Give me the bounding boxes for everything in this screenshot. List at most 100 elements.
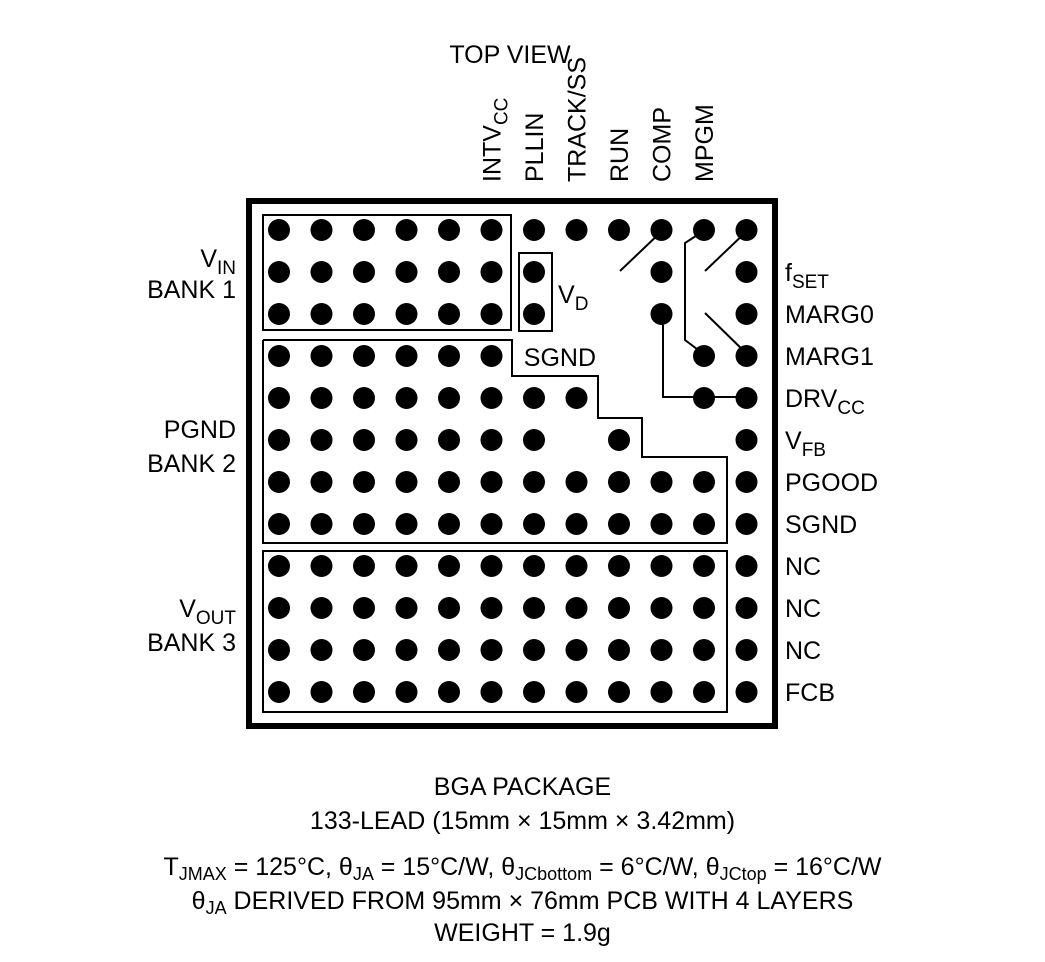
ball-pad <box>480 513 503 535</box>
ball-pad <box>565 681 588 703</box>
ball-pad <box>268 555 290 577</box>
pgnd-bank-number: BANK 2 <box>147 450 236 478</box>
drvcc-trace <box>662 313 748 398</box>
thermal-specs: TJMAX = 125°C, θJA = 15°C/W, θJCbottom =… <box>163 853 882 884</box>
ball-pad <box>480 681 503 703</box>
ball-pad <box>650 219 673 241</box>
sgnd-inner-label: SGND <box>524 344 596 372</box>
ball-pad <box>395 681 418 703</box>
ball-pad <box>565 597 588 619</box>
vin-bank-number: BANK 1 <box>147 276 236 304</box>
ball-pad <box>310 345 333 367</box>
right-pin-label: DRVCC <box>785 385 865 419</box>
ball-pad <box>438 471 460 493</box>
ball-pad <box>438 639 460 661</box>
ball-pad <box>268 387 290 409</box>
ball-pad <box>693 681 715 703</box>
top-pin-label-subscript: CC <box>492 98 513 125</box>
ball-pad <box>310 261 333 283</box>
ball-pad <box>438 261 460 283</box>
ball-pad <box>395 261 418 283</box>
ball-pad <box>353 597 375 619</box>
ball-pad <box>310 303 333 325</box>
ball-pad <box>353 471 375 493</box>
ball-pad <box>608 471 630 493</box>
vout-bank-label: VOUT <box>179 595 236 629</box>
ball-pad <box>438 219 460 241</box>
right-pin-label: NC <box>785 595 821 623</box>
ball-pad <box>735 429 758 451</box>
ball-pad <box>268 345 290 367</box>
right-pin-label: SGND <box>785 511 857 539</box>
ball-pad <box>735 387 758 409</box>
right-pin-label-subscript: FB <box>802 440 826 461</box>
vin-bank-outline <box>262 214 512 331</box>
ball-pad <box>523 387 545 409</box>
vd-label: VD <box>558 281 588 315</box>
pgnd-bank-label: PGND <box>164 416 236 444</box>
right-pin-label: fSET <box>785 259 829 293</box>
ball-pad <box>735 471 758 493</box>
top-pin-label: RUN <box>606 128 634 182</box>
ball-pad <box>438 597 460 619</box>
ball-pad <box>480 639 503 661</box>
ball-pad <box>735 681 758 703</box>
ball-pad <box>735 345 758 367</box>
ball-pad <box>565 387 588 409</box>
ball-pad <box>438 387 460 409</box>
ball-pad <box>650 639 673 661</box>
ball-pad <box>650 261 673 283</box>
ball-pad <box>268 261 290 283</box>
ball-pad <box>395 429 418 451</box>
right-pin-label-main: MARG1 <box>785 343 874 371</box>
ball-pad <box>480 345 503 367</box>
ball-pad <box>438 555 460 577</box>
ball-pad <box>523 597 545 619</box>
right-pin-label: MARG0 <box>785 301 874 329</box>
ball-pad <box>310 471 333 493</box>
ball-pad <box>565 471 588 493</box>
right-pin-label: VFB <box>785 427 826 461</box>
vout-bank-number: BANK 3 <box>147 629 236 657</box>
ball-pad <box>608 513 630 535</box>
right-pin-label-main: V <box>785 427 802 455</box>
ball-pad <box>523 429 545 451</box>
right-pin-label-main: NC <box>785 595 821 623</box>
right-pin-label: FCB <box>785 679 835 707</box>
ball-pad <box>608 597 630 619</box>
vout-bank-outline <box>262 550 728 713</box>
ball-pad <box>523 219 545 241</box>
package-outline <box>246 198 778 729</box>
ball-pad <box>310 681 333 703</box>
ball-pad <box>480 429 503 451</box>
right-pin-label: MARG1 <box>785 343 874 371</box>
right-pin-label-subscript: SET <box>792 272 829 293</box>
ball-pad <box>480 555 503 577</box>
ball-pad <box>438 345 460 367</box>
ball-pad <box>693 387 715 409</box>
package-dimensions: 133-LEAD (15mm × 15mm × 3.42mm) <box>309 807 736 835</box>
ball-pad <box>650 681 673 703</box>
ball-pad <box>735 597 758 619</box>
ball-pad <box>565 555 588 577</box>
ball-pad <box>438 303 460 325</box>
ball-pad <box>353 387 375 409</box>
right-pin-label-main: NC <box>785 553 821 581</box>
ball-pad <box>480 597 503 619</box>
right-pin-label: NC <box>785 553 821 581</box>
ball-pad <box>523 513 545 535</box>
right-pin-label-main: SGND <box>785 511 857 539</box>
right-pin-label-subscript: CC <box>837 398 864 419</box>
ball-pad <box>480 303 503 325</box>
ball-pad <box>608 219 630 241</box>
ball-pad <box>310 513 333 535</box>
ball-pad <box>353 681 375 703</box>
ball-pad <box>735 639 758 661</box>
ball-pad <box>735 303 758 325</box>
right-pin-label-main: f <box>785 259 792 287</box>
right-pin-label-main: MARG0 <box>785 301 874 329</box>
ball-pad <box>310 387 333 409</box>
top-pin-label: TRACK/SS <box>564 57 592 182</box>
